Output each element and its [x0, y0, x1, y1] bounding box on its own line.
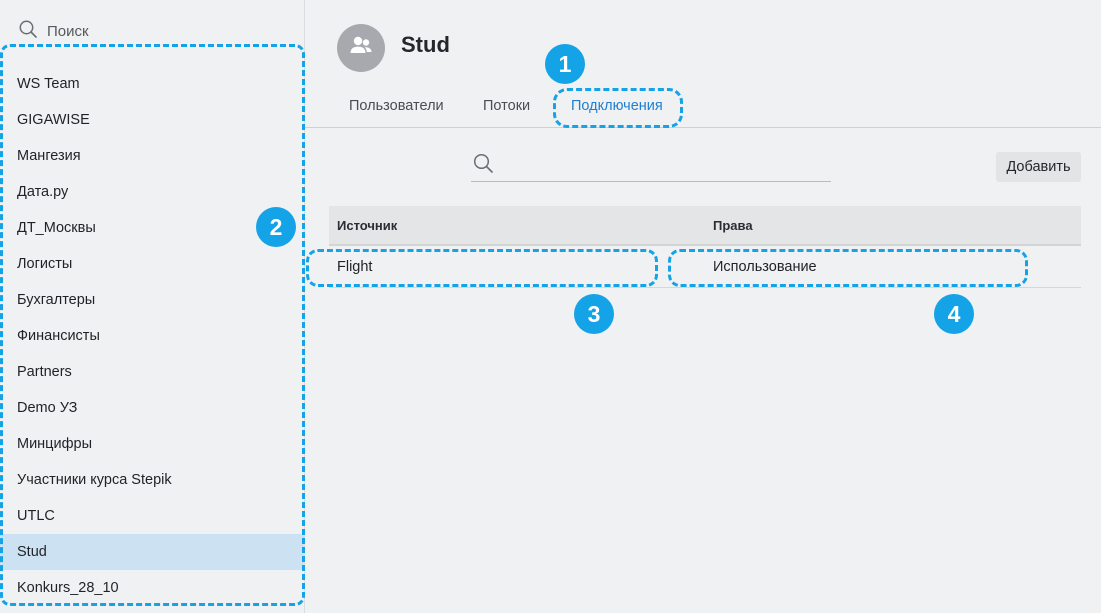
list-item[interactable]: Бухгалтеры [17, 292, 96, 308]
column-header-rights: Права [713, 218, 753, 233]
list-item[interactable]: Мангезия [17, 148, 81, 164]
connections-search[interactable] [471, 150, 831, 182]
annotation-badge-4: 4 [934, 294, 974, 334]
tab-connections[interactable]: Подключения [571, 98, 663, 114]
list-item[interactable]: Demo УЗ [17, 400, 78, 416]
column-header-source: Источник [337, 218, 398, 233]
group-avatar [337, 24, 385, 72]
list-item[interactable]: Дата.ру [17, 184, 69, 200]
page-title: Stud [401, 32, 450, 57]
sidebar-search-input[interactable] [47, 22, 267, 40]
list-item[interactable]: Финансисты [17, 328, 100, 344]
cell-source: Flight [337, 259, 373, 275]
annotation-badge-3: 3 [574, 294, 614, 334]
search-input[interactable] [500, 157, 820, 174]
search-icon [18, 19, 38, 44]
sidebar: WS Team GIGAWISE Мангезия Дата.ру ДТ_Мос… [0, 0, 305, 613]
list-item[interactable]: UTLC [17, 508, 55, 524]
list-item[interactable]: Konkurs_28_10 [17, 580, 119, 596]
list-item[interactable]: Минцифры [17, 436, 93, 452]
list-item-active[interactable]: Stud [0, 534, 304, 570]
annotation-badge-2: 2 [256, 207, 296, 247]
group-list: WS Team GIGAWISE Мангезия Дата.ру ДТ_Мос… [0, 66, 304, 606]
list-item[interactable]: Участники курса Stepik [17, 472, 172, 488]
sidebar-search[interactable] [18, 20, 288, 42]
add-button[interactable]: Добавить [996, 152, 1081, 182]
cell-rights: Использование [713, 259, 817, 275]
list-item[interactable]: Partners [17, 364, 72, 380]
tab-streams[interactable]: Потоки [483, 98, 531, 114]
list-item[interactable]: Логисты [17, 256, 73, 272]
tab-bar: Пользователи Потоки Подключения [305, 88, 1101, 128]
search-icon [471, 152, 494, 179]
connections-table: Источник Права Flight Использование [329, 206, 1081, 288]
tab-users[interactable]: Пользователи [349, 98, 444, 114]
table-row[interactable]: Flight Использование [329, 246, 1081, 288]
table-header: Источник Права [329, 206, 1081, 246]
list-item[interactable]: ДТ_Москвы [17, 220, 96, 236]
users-icon [347, 32, 375, 65]
annotation-badge-1: 1 [545, 44, 585, 84]
list-item[interactable]: WS Team [17, 76, 80, 92]
list-item[interactable]: GIGAWISE [17, 112, 90, 128]
